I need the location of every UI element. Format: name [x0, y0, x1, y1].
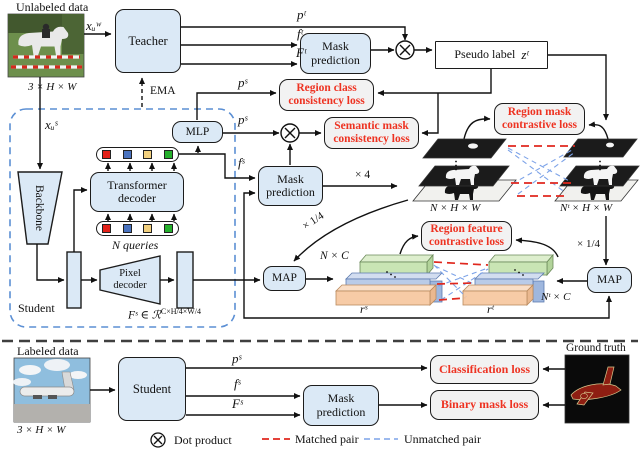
F-t-label: Fᵗ — [296, 45, 307, 60]
query-blue-square — [122, 224, 132, 233]
mask-prediction-teacher-box: Mask prediction — [300, 33, 371, 74]
p-t-label: pᵗ — [297, 7, 306, 22]
mask-prediction-bottom-label: Mask prediction — [316, 391, 366, 419]
query-green-square — [163, 224, 173, 233]
query-red-square — [102, 150, 111, 159]
ground-truth-image — [564, 354, 630, 424]
F-s-bottom-label: Fˢ — [232, 396, 243, 411]
region-mask-contrastive-loss-box: Region mask contrastive loss — [494, 103, 585, 135]
semantic-mask-consistency-loss-box: Semantic mask consistency loss — [324, 117, 419, 149]
backbone-trapezoid — [17, 171, 63, 245]
r-s-label: rˢ — [360, 302, 368, 316]
backbone-label: Backbone — [11, 180, 67, 236]
classification-loss-label: Classification loss — [438, 361, 530, 376]
nt-c-label: Nᵗ × C — [541, 291, 571, 303]
times-quarter-right-label: × 1/4 — [577, 238, 601, 250]
query-blue-square — [122, 150, 132, 159]
region-class-loss-label: Region class consistency loss — [288, 82, 365, 107]
query-tokens-output-pill — [96, 147, 179, 162]
unmatched-pair-legend-label: Unmatched pair — [404, 432, 481, 446]
f-s-bottom-label: fˢ — [234, 376, 241, 391]
query-yellow-square — [143, 150, 153, 159]
n-c-label: N × C — [320, 250, 349, 262]
feature-shape-base: Fˢ ∈ ℛ — [128, 309, 161, 322]
pseudo-label-text: Pseudo label — [454, 47, 516, 62]
x-u-w-label: xᵤʷ — [86, 18, 101, 33]
feature-map-rect-backbone — [66, 251, 82, 309]
dot-product-icon-legend — [150, 432, 166, 448]
ground-truth-label: Ground truth — [566, 342, 626, 354]
binary-mask-loss-box: Binary mask loss — [430, 390, 539, 420]
p-s-top-label: pˢ — [238, 75, 248, 90]
mask-matching-lines — [507, 145, 576, 197]
feature-shape-label: Fˢ ∈ ℛC×H/4×W/4 — [128, 308, 201, 322]
teacher-box: Teacher — [115, 9, 181, 73]
f-t-label: fᵗ — [297, 26, 303, 41]
airplane-photo — [13, 357, 91, 423]
transformer-decoder-label: Transformer decoder — [107, 177, 167, 205]
dot-product-icon-teacher — [395, 40, 415, 60]
student-bottom-label: Student — [132, 382, 172, 396]
classification-loss-box: Classification loss — [430, 355, 539, 384]
map-left-label: MAP — [272, 272, 297, 285]
region-feature-contrastive-loss-box: Region feature contrastive loss — [421, 221, 512, 251]
matched-pair-legend-label: Matched pair — [295, 432, 359, 446]
semantic-mask-loss-label: Semantic mask consistency loss — [333, 120, 410, 145]
pixel-decoder-label: Pixel decoder — [100, 264, 160, 296]
unlabeled-data-label: Unlabeled data — [16, 0, 89, 14]
transformer-decoder-box: Transformer decoder — [90, 172, 184, 212]
teacher-label: Teacher — [128, 34, 168, 48]
pseudo-label-box: Pseudo label zᵗ — [435, 41, 548, 69]
feature-map-rect-pixel — [176, 251, 194, 309]
map-left-box: MAP — [263, 266, 306, 291]
query-tokens-input-pill — [96, 221, 179, 236]
mask-prediction-student-box: Mask prediction — [258, 166, 323, 206]
region-feature-loss-label: Region feature contrastive loss — [428, 223, 505, 248]
pixel-decoder-text: Pixel decoder — [113, 267, 147, 291]
backbone-text: Backbone — [33, 185, 45, 231]
input-dims-bottom-label: 3 × H × W — [17, 424, 66, 436]
x-u-s-label: xᵤˢ — [45, 117, 58, 132]
region-mask-loss-label: Region mask contrastive loss — [501, 106, 578, 131]
map-right-label: MAP — [597, 273, 622, 286]
horse-photo — [7, 13, 85, 78]
dot-product-legend-label: Dot product — [174, 433, 232, 447]
student-bottom-box: Student — [118, 357, 186, 421]
f-s-label: fˢ — [238, 155, 245, 170]
mask-prediction-student-label: Mask prediction — [266, 171, 315, 199]
map-right-box: MAP — [587, 267, 632, 293]
input-dims-label: 3 × H × W — [28, 81, 77, 93]
mask-prediction-bottom-box: Mask prediction — [303, 385, 379, 426]
dot-product-icon-student — [280, 123, 300, 143]
ema-label: EMA — [150, 85, 176, 97]
mlp-label: MLP — [185, 125, 210, 138]
feature-shape-sup: C×H/4×W/4 — [160, 307, 202, 316]
nt-h-w-label: Nᵗ × H × W — [560, 202, 613, 214]
teacher-region-features — [462, 253, 554, 306]
query-red-square — [102, 224, 111, 233]
query-green-square — [163, 150, 173, 159]
p-s-mid-label: pˢ — [238, 112, 248, 127]
student-region-features — [335, 253, 443, 306]
student-mask-stack — [412, 138, 517, 202]
r-t-label: rᵗ — [487, 302, 494, 316]
mask-prediction-teacher-label: Mask prediction — [311, 39, 360, 67]
p-s-bottom-label: pˢ — [232, 351, 242, 366]
binary-mask-loss-label: Binary mask loss — [440, 397, 529, 412]
pseudo-label-z: zᵗ — [521, 46, 529, 62]
n-queries-label: N queries — [112, 238, 159, 252]
region-class-consistency-loss-box: Region class consistency loss — [279, 79, 374, 111]
n-h-w-label: N × H × W — [430, 202, 481, 214]
query-yellow-square — [143, 224, 153, 233]
flow-arrows — [36, 26, 612, 418]
feature-matching-lines — [433, 261, 489, 301]
times-4-label: × 4 — [355, 169, 371, 181]
student-container-label: Student — [18, 301, 55, 315]
labeled-data-label: Labeled data — [17, 344, 79, 358]
mlp-box: MLP — [172, 121, 223, 143]
teacher-mask-stack — [554, 138, 640, 202]
pixel-decoder-trapezoid — [99, 255, 161, 305]
student-dashed-box — [9, 108, 236, 328]
